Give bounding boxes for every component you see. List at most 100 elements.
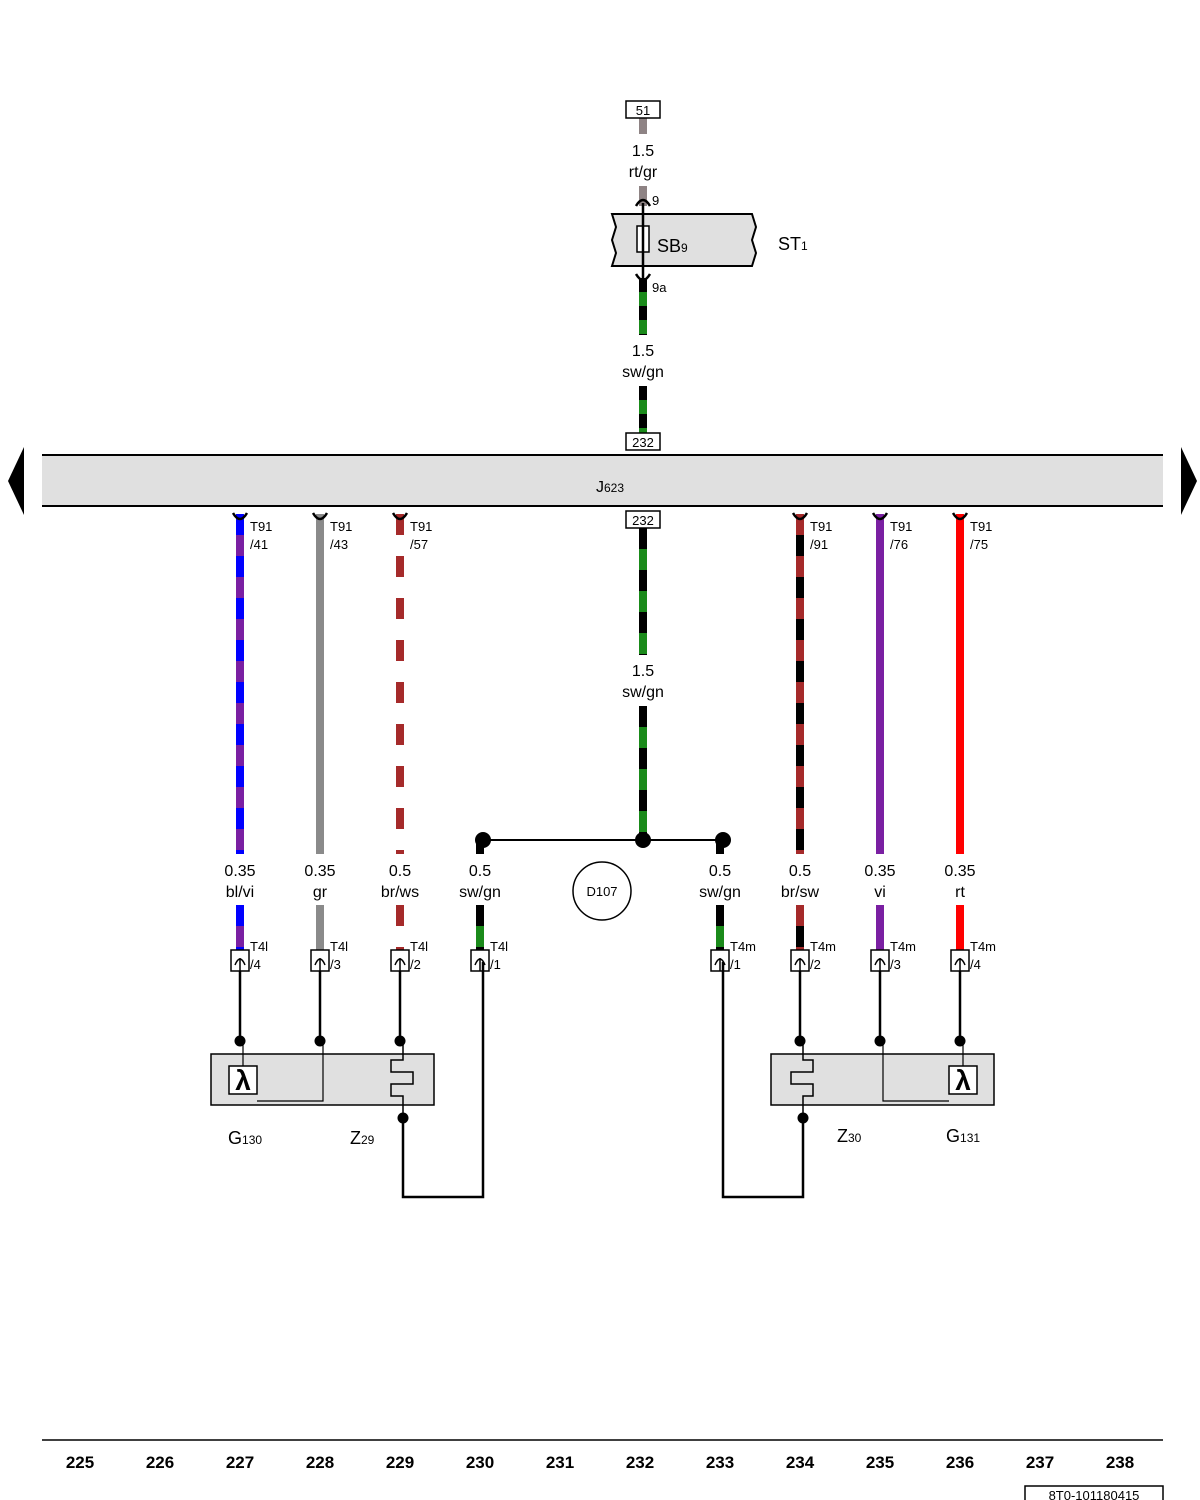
w-t91-91-plug-pin: /2 — [810, 957, 821, 972]
fuse-pin-in-icon — [634, 198, 652, 207]
ecu-body — [42, 455, 1163, 506]
w-t91-57-connector-contact — [394, 958, 406, 971]
ecu-ref-bottom-box — [625, 510, 661, 529]
w-t91-41-plug: T4l — [250, 939, 268, 954]
w-gnd-r-color: sw/gn — [699, 884, 741, 901]
w-t91-41-plug-pin: /4 — [250, 957, 261, 972]
w-t91-91-size: 0.5 — [789, 863, 811, 880]
track-number: 229 — [386, 1453, 414, 1472]
w-t91-76-pin-icon — [871, 512, 889, 521]
left-heater-return — [401, 962, 485, 1199]
track-number: 232 — [626, 1453, 654, 1472]
w-t91-43-color: gr — [313, 884, 328, 901]
w-t91-57-size: 0.5 — [389, 863, 411, 880]
w-t91-91-connector-contact — [794, 958, 806, 971]
w-t91-57-plug: T4l — [410, 939, 428, 954]
page-next-arrow-icon[interactable] — [1181, 447, 1197, 515]
w-t91-91-pin-sub: /91 — [810, 537, 828, 552]
w-t91-76-size: 0.35 — [864, 863, 895, 880]
w-t91-57-color: br/ws — [381, 884, 419, 901]
w-gnd-r-plug-pin: /1 — [730, 957, 741, 972]
track-number: 227 — [226, 1453, 254, 1472]
track-number: 228 — [306, 1453, 334, 1472]
left-lambda-icon: λ — [235, 1065, 251, 1096]
engine-control-unit[interactable]: J623 232 232 — [42, 432, 1163, 529]
lead-dot-235 — [874, 1035, 886, 1047]
lead-dot-228 — [314, 1035, 326, 1047]
lead-dot-227 — [234, 1035, 246, 1047]
label-g130: G130 — [228, 1128, 262, 1148]
w-t91-91-pin-label: T91 — [810, 519, 832, 534]
w-t91-57-pin-label: T91 — [410, 519, 432, 534]
w-t91-75-color: rt — [955, 884, 965, 901]
fuse-holder-body — [610, 213, 758, 267]
track-number: 233 — [706, 1453, 734, 1472]
w-t91-43-size: 0.35 — [304, 863, 335, 880]
lead-dot-229 — [394, 1035, 406, 1047]
page-prev-arrow-icon[interactable] — [8, 447, 24, 515]
w-t91-75-plug: T4m — [970, 939, 996, 954]
w-t91-75-size: 0.35 — [944, 863, 975, 880]
relay-position-box — [625, 100, 661, 119]
track-number: 231 — [546, 1453, 574, 1472]
w-t91-43-plug-pin: /3 — [330, 957, 341, 972]
fuse-holder[interactable]: SB9 ST1 9 9a — [610, 193, 808, 295]
w-t91-75-pin-label: T91 — [970, 519, 992, 534]
right-lambda-icon: λ — [955, 1065, 971, 1096]
fuse-pin-out-icon — [634, 273, 652, 282]
w-t91-75-pin-icon — [951, 512, 969, 521]
w-t91-75-plug-pin: /4 — [970, 957, 981, 972]
feed-mid-size: 1.5 — [632, 343, 654, 360]
lead-dot-234 — [794, 1035, 806, 1047]
w-t91-57-pin-sub: /57 — [410, 537, 428, 552]
doc-number: 8T0-101180415 — [1049, 1488, 1140, 1500]
w-gnd-l-plug-pin: /1 — [490, 957, 501, 972]
ground-point-label: D107 — [586, 884, 617, 899]
w-t91-41-pin-sub: /41 — [250, 537, 268, 552]
w-t91-41-connector-contact — [234, 958, 246, 971]
left-heater-element — [390, 1041, 414, 1118]
right-oxygen-sensor[interactable]: λ — [770, 1041, 995, 1118]
track-number: 225 — [66, 1453, 94, 1472]
feed-mid-color: sw/gn — [622, 364, 664, 381]
w-t91-41-pin-icon — [231, 512, 249, 521]
w-t91-76-plug: T4m — [890, 939, 916, 954]
ground-point-circle — [572, 861, 632, 921]
w-t91-57-pin-icon — [391, 512, 409, 521]
track-number: 234 — [786, 1453, 815, 1472]
w-t91-43-pin-sub: /43 — [330, 537, 348, 552]
w-t91-41-color: bl/vi — [226, 884, 254, 901]
track-number: 236 — [946, 1453, 974, 1472]
w-t91-41-pin-label: T91 — [250, 519, 272, 534]
w-t91-75-pin-sub: /75 — [970, 537, 988, 552]
w-t91-76-color: vi — [874, 884, 886, 901]
feed-low-size: 1.5 — [632, 663, 654, 680]
ecu-label: J623 — [596, 479, 624, 496]
label-g131: G131 — [946, 1126, 980, 1146]
w-t91-91-color: br/sw — [781, 884, 820, 901]
label-z29: Z29 — [350, 1128, 375, 1148]
left-sensor-circuit — [242, 1041, 324, 1102]
right-sensor-circuit — [882, 1041, 964, 1102]
track-number: 237 — [1026, 1453, 1054, 1472]
left-oxygen-sensor[interactable]: λ — [210, 1041, 435, 1118]
w-t91-76-pin-label: T91 — [890, 519, 912, 534]
ecu-ref-top: 232 — [632, 435, 654, 450]
ecu-ref-top-box — [625, 432, 661, 451]
w-t91-43-plug: T4l — [330, 939, 348, 954]
w-t91-43-connector-contact — [314, 958, 326, 971]
track-number: 226 — [146, 1453, 174, 1472]
ecu-ref-bottom: 232 — [632, 513, 654, 528]
w-t91-76-connector-contact — [874, 958, 886, 971]
fuse-holder-label: ST1 — [778, 234, 808, 254]
fuse-pin-out: 9a — [652, 280, 667, 295]
feed-low-color: sw/gn — [622, 684, 664, 701]
right-heater-return — [721, 962, 805, 1199]
w-t91-76-pin-sub: /76 — [890, 537, 908, 552]
track-number: 230 — [466, 1453, 494, 1472]
w-t91-43-pin-icon — [311, 512, 329, 521]
lead-dot-236 — [954, 1035, 966, 1047]
